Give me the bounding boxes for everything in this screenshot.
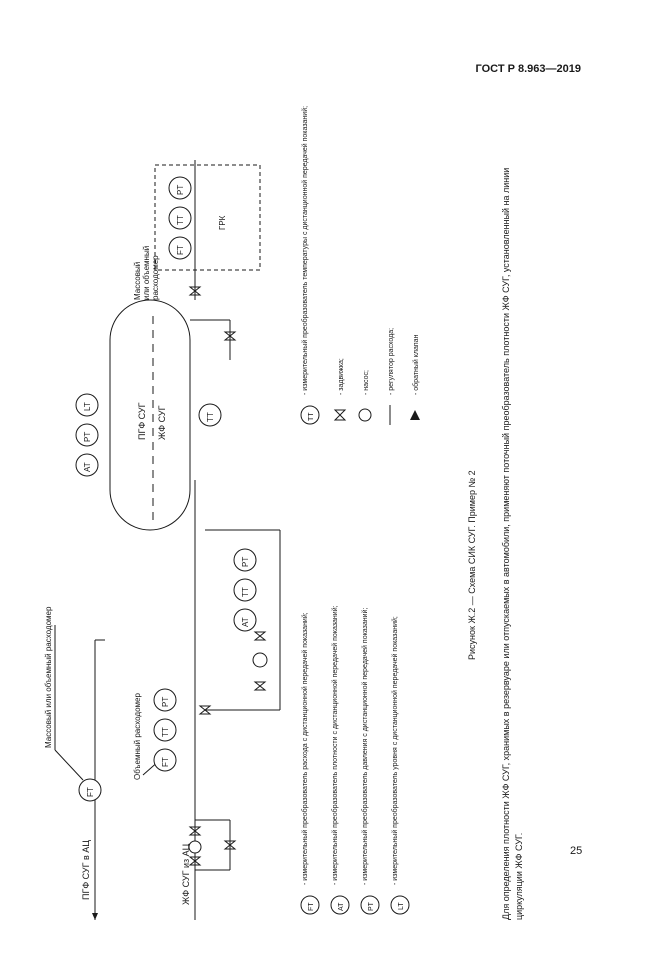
tt-volume-label: TT xyxy=(161,727,170,737)
pt-circ xyxy=(233,548,257,572)
pt-volume xyxy=(153,688,177,712)
legend-check-valve-text: - обратный клапан xyxy=(412,334,420,395)
legend-ft-symbol: FT xyxy=(308,902,315,911)
legend-tt-text: - измерительный преобразователь температ… xyxy=(301,106,309,395)
legend-at-text: - измерительный преобразователь плотност… xyxy=(331,605,339,885)
figure-caption: Рисунок Ж.2 — Схема СИК СУГ. Пример № 2 xyxy=(467,470,477,660)
tt-tank xyxy=(198,403,222,427)
legend-regulator-text: - регулятор расхода; xyxy=(388,328,395,395)
tt-circ xyxy=(233,578,257,602)
valve-icon xyxy=(253,681,267,691)
volume-meter-label: Объемный расходомер xyxy=(133,693,142,780)
legend-valve-text: - задвижка; xyxy=(338,358,345,395)
legend-lt-text: - измерительный преобразователь уровня с… xyxy=(391,616,399,885)
legend-check-valve-icon xyxy=(410,410,420,420)
zhf-label: ЖФ СУГ из АЦ xyxy=(181,843,191,905)
legend-pt-text: - измерительный преобразователь давления… xyxy=(361,608,369,885)
note-wrapper: Для определения плотности ЖФ СУГ, храним… xyxy=(501,167,524,920)
ft-grk xyxy=(168,236,192,260)
tt-grk-label: TT xyxy=(176,215,185,225)
tank-pgf-label: ПГФ СУГ xyxy=(137,402,147,440)
mass-meter-label: Массовый или объемный расходомер xyxy=(44,606,53,748)
legend-at-icon xyxy=(330,895,350,915)
valve-icon xyxy=(253,631,267,641)
leader-line-mass xyxy=(54,749,84,781)
pt-tank xyxy=(75,423,99,447)
ft-meter-top xyxy=(78,778,102,802)
ft-meter-top-label: FT xyxy=(86,787,95,797)
legend: FT - измерительный преобразователь расхо… xyxy=(300,106,420,915)
lt-tank-label: LT xyxy=(83,402,92,411)
legend-valve-icon xyxy=(333,409,347,421)
grk-box xyxy=(154,164,261,271)
grk-meter-label-1: Массовый xyxy=(133,262,142,300)
tank xyxy=(109,299,191,531)
tt-volume xyxy=(153,718,177,742)
rotated-figure: ПГФ СУГ в АЦ ЖФ СУГ из АЦ FT Массовый ил… xyxy=(35,95,560,960)
legend-pump-icon xyxy=(358,408,372,422)
valve-icon xyxy=(188,826,202,836)
ft-volume xyxy=(153,748,177,772)
diagram-svg: ПГФ СУГ в АЦ ЖФ СУГ из АЦ FT Массовый ил… xyxy=(44,106,524,920)
legend-tt-icon xyxy=(300,405,320,425)
at-circ-label: AT xyxy=(241,617,250,627)
pgf-arrow-icon xyxy=(92,913,98,920)
pt-circ-label: PT xyxy=(241,557,250,567)
legend-pt-icon xyxy=(360,895,380,915)
ft-grk-label: FT xyxy=(176,245,185,255)
valve-icon xyxy=(223,331,237,341)
legend-pump-text: - насос; xyxy=(363,370,370,395)
grk-meter-label-3: расходомер xyxy=(151,255,160,300)
pt-tank-label: PT xyxy=(83,432,92,442)
legend-pt-symbol: PT xyxy=(368,901,375,911)
lt-tank xyxy=(75,393,99,417)
legend-at-symbol: AT xyxy=(338,902,345,911)
pump-icon xyxy=(188,840,202,854)
legend-ft-icon xyxy=(300,895,320,915)
legend-ft-text: - измерительный преобразователь расхода … xyxy=(301,612,309,885)
pt-volume-label: PT xyxy=(161,697,170,707)
page-number: 25 xyxy=(570,845,583,857)
grk-meter-label-2: или объемный xyxy=(142,246,151,300)
tt-grk xyxy=(168,206,192,230)
tt-circ-label: TT xyxy=(241,587,250,597)
grk-label: ГРК xyxy=(218,215,227,230)
legend-lt-icon xyxy=(390,895,410,915)
at-tank-label: AT xyxy=(83,462,92,472)
figure-note: Для определения плотности ЖФ СУГ, храним… xyxy=(501,167,524,920)
valve-icon xyxy=(223,840,237,850)
pt-grk-label: PT xyxy=(176,185,185,195)
at-tank xyxy=(75,453,99,477)
tank-zhf-label: ЖФ СУГ xyxy=(157,405,167,440)
pgf-label: ПГФ СУГ в АЦ xyxy=(81,840,91,900)
standard-header: ГОСТ Р 8.963—2019 xyxy=(475,63,581,75)
legend-tt-symbol: TT xyxy=(308,412,315,421)
tt-tank-label: TT xyxy=(206,412,215,422)
ft-volume-label: FT xyxy=(161,757,170,767)
valve-icon xyxy=(188,856,202,866)
pt-grk xyxy=(168,176,192,200)
valve-cluster-inlet xyxy=(188,819,237,871)
valve-icon xyxy=(188,286,202,296)
at-circ xyxy=(233,608,257,632)
valve-icon xyxy=(198,705,212,715)
pump-circ-icon xyxy=(252,652,268,668)
legend-lt-symbol: LT xyxy=(398,902,405,910)
